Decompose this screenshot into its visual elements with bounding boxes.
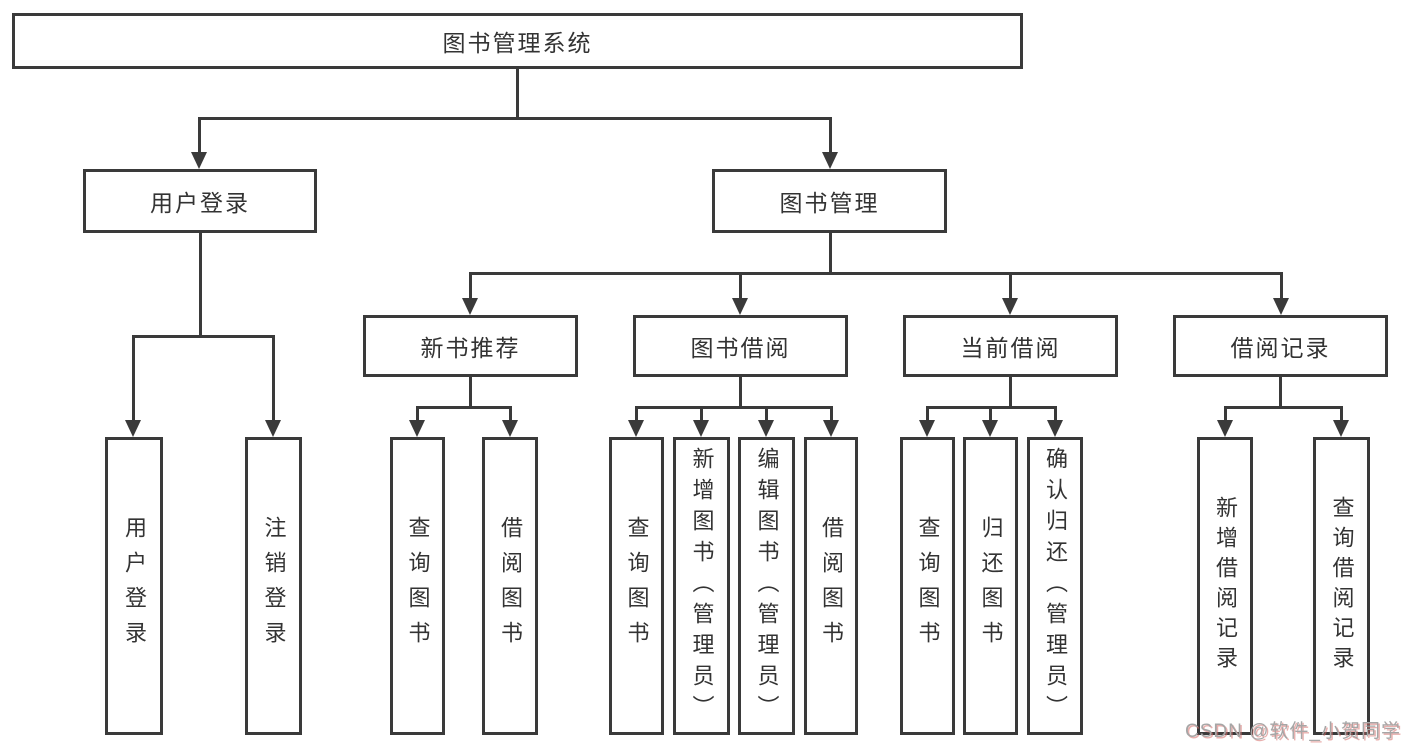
arrowhead [191,152,207,169]
connector-line [1278,377,1282,408]
connector-line [634,406,833,409]
leaf-label: 新增借阅记录 [1213,496,1238,676]
leaf-label: 借阅图书 [819,516,844,656]
node-label: 图书借阅 [690,335,791,361]
arrowhead [1047,420,1063,437]
connector-line [988,408,992,422]
csdn-watermark: CSDN @软件_小贺同学 [1185,721,1401,742]
leaf-label: 查询图书 [915,516,941,656]
leaf-label: 查询图书 [624,516,650,656]
node-book-management: 图书管理 [712,169,947,233]
leaf-query-books-borrow: 查询图书 [609,437,664,735]
connector-line [738,377,742,408]
arrowhead [628,420,644,437]
node-new-book-recommendation: 新书推荐 [363,315,578,377]
leaf-label: 借阅图书 [498,516,523,656]
arrowhead [1333,420,1349,437]
connector-line [764,408,768,422]
arrowhead [1273,298,1289,315]
connector-line [828,118,832,154]
node-label: 图书管理 [779,190,880,216]
leaf-label: 查询图书 [405,516,431,656]
arrowhead [125,420,141,437]
connector-line [1279,273,1283,300]
node-library-management-system: 图书管理系统 [12,13,1023,69]
leaf-query-books-recommend: 查询图书 [390,437,445,735]
node-label: 用户登录 [150,190,250,216]
connector-line [131,334,275,338]
arrowhead [462,298,478,315]
connector-line [131,335,135,421]
connector-line [508,408,512,422]
node-user-login: 用户登录 [83,169,317,233]
leaf-confirm-return-admin: 确认归还（管理员） [1027,437,1083,735]
leaf-borrow-books-recommend: 借阅图书 [482,437,538,735]
leaf-user-login: 用户登录 [105,437,163,735]
connector-line [271,335,275,421]
connector-line [828,233,832,275]
connector-line [925,408,929,422]
arrowhead [822,152,838,169]
connector-line [1008,273,1012,300]
connector-line [415,406,512,409]
leaf-edit-books-admin: 编辑图书（管理员） [738,437,795,735]
leaf-label: 查询借阅记录 [1329,496,1355,676]
arrowhead [919,420,935,437]
arrowhead [1217,420,1233,437]
connector-line [738,273,742,300]
arrowhead [732,298,748,315]
arrowhead [1002,298,1018,315]
leaf-label: 用户登录 [122,516,147,656]
node-book-borrowing: 图书借阅 [633,315,848,377]
connector-line [468,271,1283,275]
connector-line [1339,408,1343,422]
node-label: 借阅记录 [1230,335,1331,361]
node-borrowing-records: 借阅记录 [1173,315,1388,377]
leaf-label: 注销登录 [261,516,287,656]
connector-line [1223,408,1227,422]
connector-line [198,233,202,337]
leaf-borrow-books: 借阅图书 [804,437,858,735]
arrowhead [982,420,998,437]
arrowhead [823,420,839,437]
node-label: 当前借阅 [960,335,1061,361]
node-label: 新书推荐 [420,335,521,361]
connector-line [829,408,833,422]
connector-line [468,377,472,408]
connector-line [515,69,519,118]
leaf-logout: 注销登录 [245,437,302,735]
arrowhead [265,420,281,437]
connector-line [925,406,1057,409]
leaf-add-books-admin: 新增图书（管理员） [673,437,730,735]
connector-line [415,408,419,422]
connector-line [1223,406,1343,409]
leaf-query-books-current: 查询图书 [900,437,955,735]
node-current-borrowing: 当前借阅 [903,315,1118,377]
leaf-label: 新增图书（管理员） [689,446,715,726]
arrowhead [758,420,774,437]
connector-line [197,118,201,154]
arrowhead [502,420,518,437]
node-label: 图书管理系统 [442,30,593,56]
leaf-add-borrow-record: 新增借阅记录 [1197,437,1253,735]
leaf-query-borrow-record: 查询借阅记录 [1313,437,1370,735]
connector-line [699,408,703,422]
leaf-label: 确认归还（管理员） [1043,446,1068,726]
connector-line [468,273,472,300]
connector-line [634,408,638,422]
leaf-label: 编辑图书（管理员） [754,446,780,726]
arrowhead [409,420,425,437]
leaf-label: 归还图书 [978,516,1004,656]
leaf-return-books: 归还图书 [963,437,1018,735]
arrowhead [693,420,709,437]
connector-line [1053,408,1057,422]
connector-line [197,116,832,120]
connector-line [1008,377,1012,408]
